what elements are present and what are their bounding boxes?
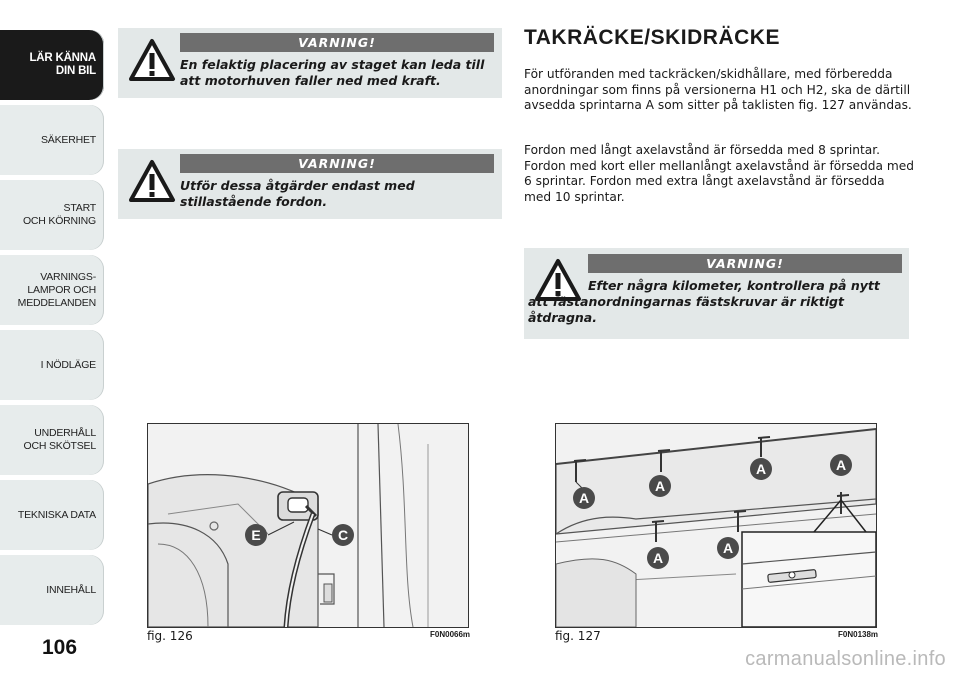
warning-title: VARNING! (180, 154, 494, 173)
tab-i-nodlage[interactable]: I NÖDLÄGE (0, 330, 104, 400)
svg-text:E: E (251, 527, 260, 543)
warning-box-2: VARNING! Utför dessa åtgärder endast med… (118, 149, 502, 219)
warning-text: En felaktig placering av staget kan leda… (180, 57, 485, 88)
page-number: 106 (42, 636, 78, 659)
warning-title: VARNING! (180, 33, 494, 52)
svg-text:C: C (338, 527, 348, 543)
figure-127: A A A A A A (555, 423, 877, 628)
figure-126: E C (147, 423, 469, 628)
watermark: carmanualsonline.info (745, 648, 946, 670)
tab-start-och-korning[interactable]: START OCH KÖRNING (0, 180, 104, 250)
callout-a: A (653, 550, 663, 566)
warning-triangle-icon (129, 39, 175, 81)
warning-triangle-icon (129, 160, 175, 202)
warning-triangle-icon (535, 259, 581, 301)
hood-prop-rod-illustration: E C (148, 424, 468, 627)
paragraph-2: Fordon med långt axelavstånd är försedda… (524, 143, 914, 204)
section-heading: TAKRÄCKE/SKIDRÄCKE (524, 26, 780, 49)
callout-a: A (655, 478, 665, 494)
tab-tekniska-data[interactable]: TEKNISKA DATA (0, 480, 104, 550)
callout-c (332, 524, 354, 546)
callout-e (245, 524, 267, 546)
tab-lar-kanna-din-bil[interactable]: LÄR KÄNNA DIN BIL (0, 30, 104, 100)
figure-126-caption: fig. 126 (147, 629, 193, 643)
warning-box-1: VARNING! En felaktig placering av staget… (118, 28, 502, 98)
figure-127-caption: fig. 127 (555, 629, 601, 643)
figure-127-code: F0N0138m (838, 630, 879, 639)
tab-underhall[interactable]: UNDERHÅLL OCH SKÖTSEL (0, 405, 104, 475)
warning-text: Efter några kilometer, kontrollera på ny… (528, 278, 880, 325)
callout-a: A (723, 540, 733, 556)
tab-innehall[interactable]: INNEHÅLL (0, 555, 104, 625)
figure-126-code: F0N0066m (430, 630, 471, 639)
roof-rack-pins-illustration: A A A A A A (556, 424, 876, 627)
warning-text: Utför dessa åtgärder endast med stillast… (180, 178, 415, 209)
warning-title: VARNING! (588, 254, 902, 273)
detail-inset (741, 531, 876, 627)
paragraph-1: För utföranden med tackräcken/skidhållar… (524, 67, 912, 112)
callout-a: A (836, 457, 846, 473)
warning-box-3: VARNING! Efter några kilometer, kontroll… (524, 248, 909, 339)
callout-a: A (756, 461, 766, 477)
tab-sakerhet[interactable]: SÄKERHET (0, 105, 104, 175)
tab-varningslampor[interactable]: VARNINGS- LAMPOR OCH MEDDELANDEN (0, 255, 104, 325)
callout-a: A (579, 490, 589, 506)
